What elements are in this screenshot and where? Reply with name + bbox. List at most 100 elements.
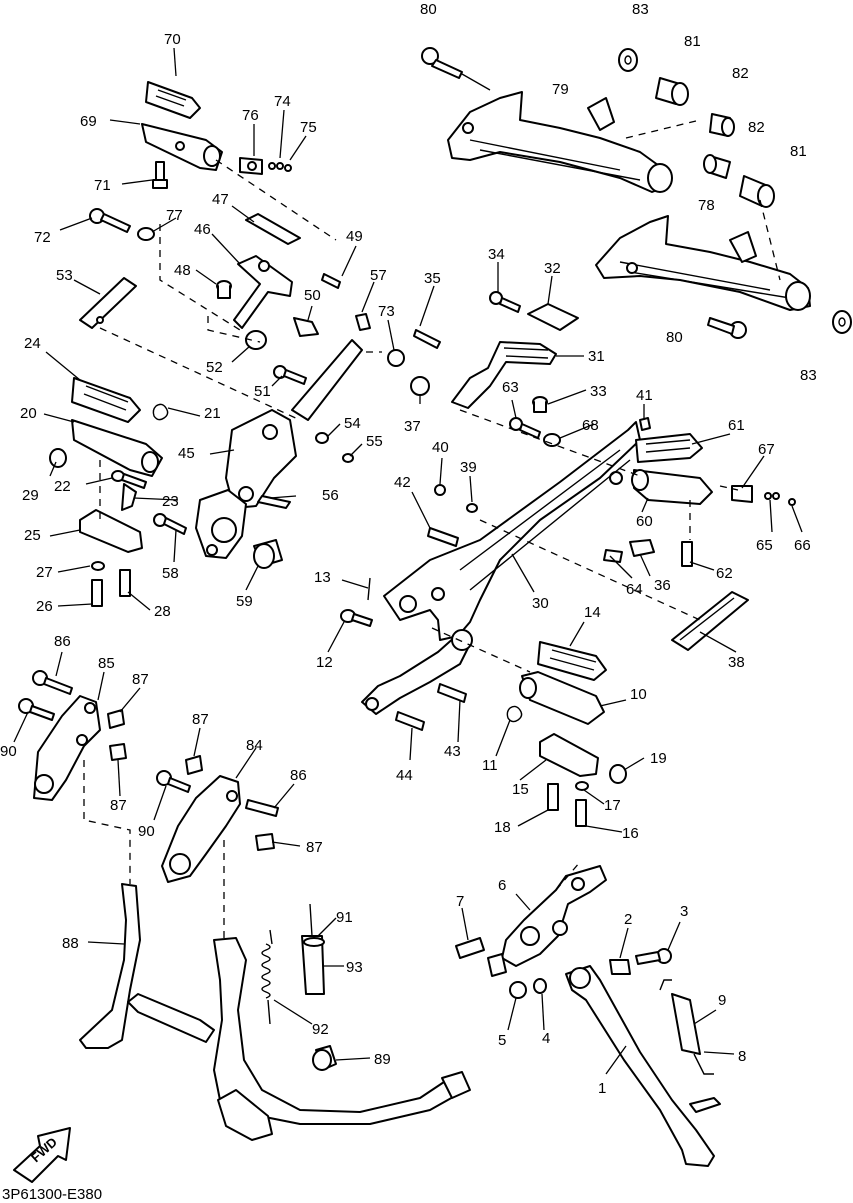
washer-37 — [410, 376, 430, 396]
washer-73 — [387, 349, 405, 367]
nuts-87-left — [107, 709, 127, 761]
callout-75: 75 — [300, 119, 317, 136]
washer-54-nut-55 — [315, 432, 354, 463]
collar-52 — [245, 330, 267, 350]
callout-82-top: 82 — [732, 65, 749, 82]
bolt-34-35 — [413, 291, 521, 349]
callout-18: 18 — [494, 819, 511, 836]
rear-footrest-bracket-right-79 — [447, 91, 673, 193]
damper-29 — [49, 448, 67, 468]
callout-74: 74 — [274, 93, 291, 110]
callout-92: 92 — [312, 1021, 329, 1038]
callout-20: 20 — [20, 405, 37, 422]
callout-57: 57 — [370, 267, 387, 284]
bolts-42-43-44 — [395, 527, 467, 731]
callout-13: 13 — [314, 569, 331, 586]
callout-46: 46 — [194, 221, 211, 238]
callout-68: 68 — [582, 417, 599, 434]
bushing-81-bottom — [739, 175, 775, 208]
bolt-71 — [152, 161, 168, 189]
side-stand-bracket-6 — [501, 865, 607, 967]
callout-84: 84 — [246, 737, 263, 754]
bolts-16-18 — [547, 781, 589, 827]
footrest-60 — [631, 469, 713, 505]
bolt-51 — [273, 365, 307, 385]
bracket-lower-44-area — [361, 629, 473, 715]
callout-87-b: 87 — [110, 797, 127, 814]
callout-26: 26 — [36, 598, 53, 615]
callout-63: 63 — [502, 379, 519, 396]
callout-25: 25 — [24, 527, 41, 544]
callout-labels: 1 2 3 4 5 6 7 8 9 10 11 12 13 14 15 16 1… — [0, 1, 817, 1097]
callout-87-c: 87 — [192, 711, 209, 728]
bolt-49 — [321, 273, 341, 289]
callout-11: 11 — [482, 757, 498, 774]
damper-19 — [609, 764, 627, 784]
callout-47: 47 — [212, 191, 229, 208]
callout-69: 69 — [80, 113, 97, 130]
callout-55: 55 — [366, 433, 383, 450]
callout-48: 48 — [174, 262, 191, 279]
callout-79: 79 — [552, 81, 569, 98]
spring-parts-65-67 — [731, 485, 796, 506]
callout-43: 43 — [444, 743, 461, 760]
callout-38: 38 — [728, 654, 745, 671]
callout-62: 62 — [716, 565, 733, 582]
callout-6: 6 — [498, 877, 506, 894]
bracket-85 — [33, 695, 101, 801]
pin-22-23 — [111, 470, 147, 511]
holder-15 — [539, 733, 599, 777]
callout-87-d: 87 — [306, 839, 323, 856]
callout-87-a: 87 — [132, 671, 149, 688]
callout-8: 8 — [738, 1048, 746, 1065]
callout-39: 39 — [460, 459, 477, 476]
bolt-80-top — [421, 47, 491, 91]
callout-86-left: 86 — [54, 633, 71, 650]
spring-8-9 — [659, 979, 714, 1075]
callout-41: 41 — [636, 387, 653, 404]
plate-53 — [79, 277, 137, 329]
callout-40: 40 — [432, 439, 449, 456]
callout-61: 61 — [728, 417, 745, 434]
callout-73: 73 — [378, 303, 395, 320]
callout-33: 33 — [590, 383, 607, 400]
callout-1: 1 — [598, 1080, 606, 1097]
callout-89: 89 — [374, 1051, 391, 1068]
callout-34: 34 — [488, 246, 505, 263]
callout-82-bottom: 82 — [748, 119, 765, 136]
damper-89 — [312, 1045, 337, 1071]
washer-39-40 — [434, 484, 478, 513]
callout-51: 51 — [254, 383, 271, 400]
bracket-31 — [451, 341, 557, 409]
collar-59 — [253, 539, 283, 569]
diagram-code: 3P61300-E380 — [2, 1186, 102, 1203]
plate-7 — [455, 937, 485, 959]
heel-guard-38 — [671, 591, 749, 651]
footrest-rubber-70 — [145, 81, 201, 119]
callout-86-right: 86 — [290, 767, 307, 784]
callout-67: 67 — [758, 441, 775, 458]
callout-24: 24 — [24, 335, 41, 352]
callout-14: 14 — [584, 604, 601, 621]
side-stand-1 — [565, 965, 721, 1167]
bolt-36-64 — [603, 539, 655, 563]
bolt-63-68 — [509, 417, 561, 447]
callout-76: 76 — [242, 107, 259, 124]
bolts-86-90-right — [156, 770, 279, 817]
plate-56 — [257, 495, 291, 509]
spring-parts-74-76 — [239, 157, 292, 175]
fwd-direction-icon: FWD — [13, 1127, 71, 1183]
bolt-62 — [681, 541, 693, 567]
callout-83-bottom: 83 — [800, 367, 817, 384]
collar-57 — [355, 313, 371, 331]
callout-59: 59 — [236, 593, 253, 610]
callout-16: 16 — [622, 825, 639, 842]
callout-32: 32 — [544, 260, 561, 277]
callout-28: 28 — [154, 603, 171, 620]
assembly-lines — [83, 119, 781, 940]
rear-footrest-bracket-left-78 — [595, 215, 811, 311]
callout-49: 49 — [346, 228, 363, 245]
damper-48 — [216, 280, 232, 299]
footrest-rubber-61 — [635, 433, 703, 463]
damper-33 — [532, 396, 548, 413]
